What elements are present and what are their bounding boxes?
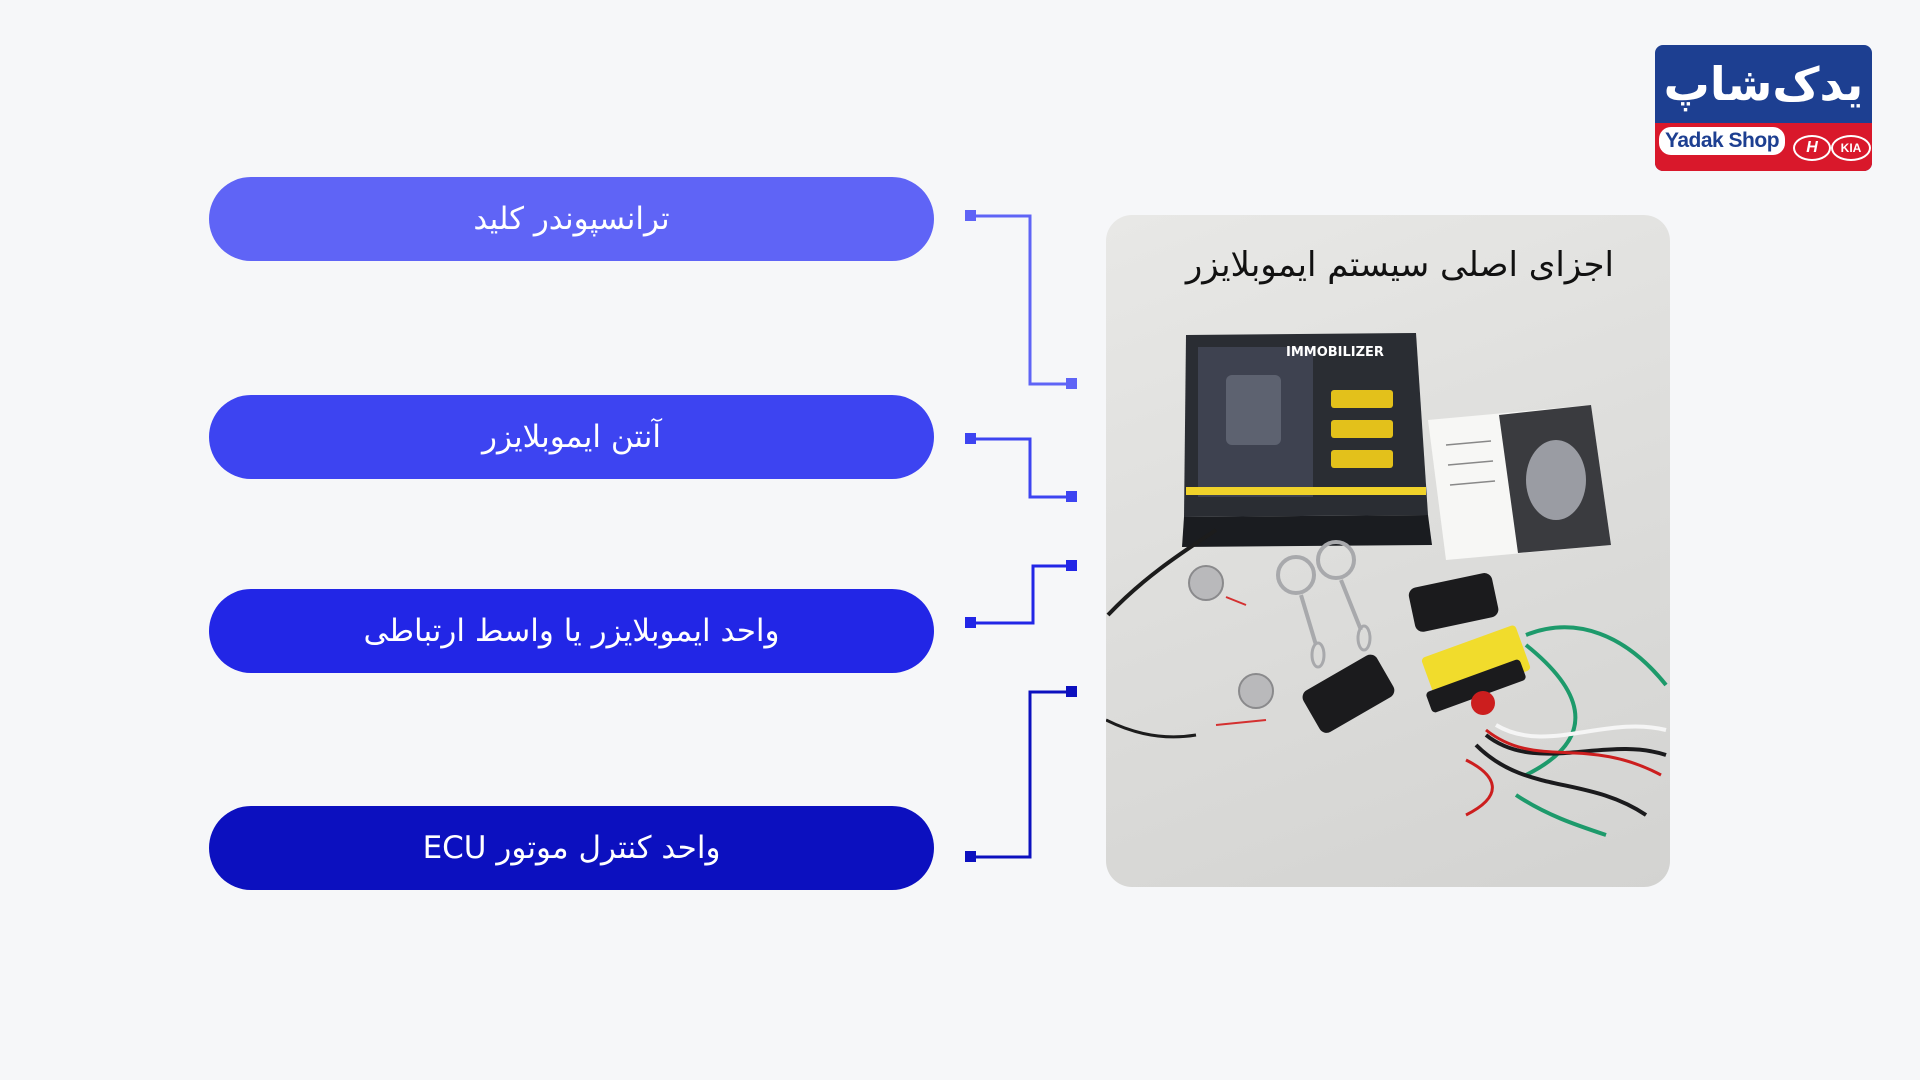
photo-title: اجزای اصلی سیستم ایموبلایزر <box>1185 245 1614 285</box>
immobilizer-kit-illustration: IMMOBILIZER <box>1106 333 1668 837</box>
product-photo-card: IMMOBILIZER <box>1106 215 1670 887</box>
key-fobs <box>1302 573 1499 733</box>
connector-4 <box>965 686 1077 862</box>
component-label: ترانسپوندر کلید <box>473 201 670 237</box>
box-label: IMMOBILIZER <box>1286 345 1384 360</box>
hyundai-logo-icon: H <box>1793 135 1831 161</box>
kia-logo-icon: KIA <box>1831 135 1871 161</box>
component-label: واحد ایموبلایزر یا واسط ارتباطی <box>363 613 780 649</box>
transponder-coins <box>1188 565 1274 726</box>
connector-1 <box>965 210 1077 389</box>
immobilizer-box: IMMOBILIZER <box>1182 333 1432 547</box>
instruction-manual <box>1428 405 1611 560</box>
control-module <box>1421 625 1531 715</box>
connector-3 <box>965 560 1077 628</box>
logo-persian-text: یدک‌شاپ <box>1663 57 1864 111</box>
keyrings <box>1276 540 1372 669</box>
component-pill-engine-ecu: واحد کنترل موتور ECU <box>209 806 934 890</box>
yadak-shop-logo: یدک‌شاپ Yadak Shop H KIA <box>1655 45 1872 171</box>
wiring-harness <box>1465 625 1668 837</box>
component-label: آنتن ایموبلایزر <box>481 419 662 455</box>
logo-red-band: Yadak Shop H KIA <box>1655 123 1872 171</box>
component-pill-immobilizer-antenna: آنتن ایموبلایزر <box>209 395 934 479</box>
zip-ties <box>1106 528 1218 739</box>
logo-english-text: Yadak Shop <box>1659 127 1786 155</box>
connector-2 <box>965 433 1077 502</box>
component-label: واحد کنترل موتور ECU <box>422 830 721 866</box>
component-pill-immobilizer-unit: واحد ایموبلایزر یا واسط ارتباطی <box>209 589 934 673</box>
component-pill-key-transponder: ترانسپوندر کلید <box>209 177 934 261</box>
